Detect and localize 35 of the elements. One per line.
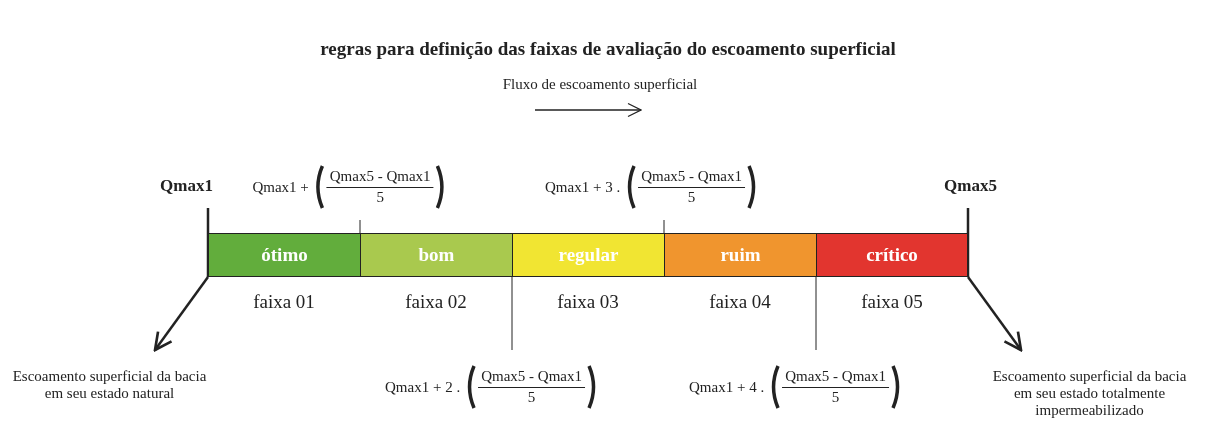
band-label: crítico (866, 244, 918, 266)
formula-text: Qmax1 + 4 . (689, 378, 765, 396)
endpoint-label: Qmax1 (160, 176, 213, 196)
denominator: 5 (376, 188, 384, 206)
band-caption: faixa 02 (404, 291, 468, 313)
formula-text: Qmax1 + 2 . (385, 378, 461, 396)
formula-text: Qmax1 + 3 . (545, 178, 621, 196)
numerator: Qmax5 - Qmax1 (638, 168, 745, 188)
scale-band (664, 233, 817, 277)
flow-label: Fluxo de escoamento superficial (501, 76, 699, 93)
diagram-title: regras para definição das faixas de avaliação do escoamento superficial (319, 38, 897, 60)
description-text: Escoamento superficial da bacia em seu estado natural (2, 368, 217, 402)
scale-band (208, 233, 361, 277)
band-caption: faixa 01 (252, 291, 316, 313)
numerator: Qmax5 - Qmax1 (782, 368, 889, 388)
arrow (153, 276, 209, 352)
band-caption: faixa 03 (556, 291, 620, 313)
endpoint-label: Qmax5 (944, 176, 997, 196)
denominator: 5 (831, 388, 840, 406)
band-caption: faixa 05 (860, 291, 924, 313)
description-text: Escoamento superficial da bacia em seu estado totalmente impermeabilizado (982, 368, 1197, 419)
scale-band (512, 233, 665, 277)
band-label: ótimo (261, 244, 308, 266)
scale-band (816, 233, 968, 277)
formula-text: Qmax1 + (252, 178, 309, 196)
band-label: ruim (720, 244, 761, 266)
band-caption: faixa 04 (708, 291, 772, 313)
denominator: 5 (527, 388, 536, 406)
numerator: Qmax5 - Qmax1 (326, 168, 434, 188)
numerator: Qmax5 - Qmax1 (478, 368, 585, 388)
band-label: regular (558, 244, 619, 266)
band-label: bom (418, 244, 455, 266)
scale-band (360, 233, 513, 277)
denominator: 5 (687, 188, 696, 206)
arrow (967, 276, 1023, 352)
